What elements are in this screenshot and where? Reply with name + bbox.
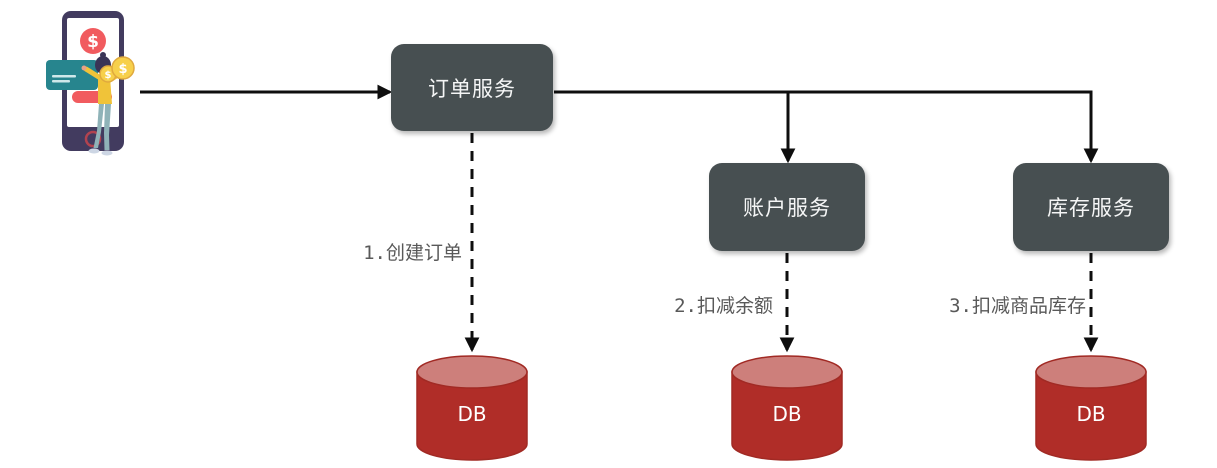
db-label-inventory: DB: [1076, 402, 1106, 426]
service-node-order: 订单服务: [391, 44, 553, 131]
credit-card-icon: [46, 60, 98, 90]
dollar-badge-icon: $: [80, 28, 106, 54]
svg-text:$: $: [105, 70, 112, 81]
edge-order-to-inventory: [554, 90, 1099, 164]
service-node-account: 账户服务: [709, 163, 865, 251]
home-button-icon: [84, 130, 102, 148]
service-label: 订单服务: [428, 76, 516, 101]
user-payment-illustration: $ $ $: [46, 11, 135, 156]
database-cylinder-account: [731, 355, 843, 461]
svg-text:$: $: [87, 32, 99, 52]
service-node-inventory: 库存服务: [1013, 163, 1169, 251]
edge-label-deduct-stock: 3.扣减商品库存: [949, 295, 1086, 317]
coin-icon: $: [111, 56, 135, 80]
edge-label-deduct-balance: 2.扣减余额: [674, 295, 773, 317]
db-label-order: DB: [457, 402, 487, 426]
db-label-account: DB: [772, 402, 802, 426]
service-label: 库存服务: [1047, 196, 1135, 220]
svg-text:$: $: [118, 62, 127, 77]
edge-label-create-order: 1.创建订单: [363, 242, 462, 264]
database-cylinder-order: [416, 355, 528, 461]
database-cylinder-inventory: [1035, 355, 1147, 461]
service-label: 账户服务: [743, 196, 831, 220]
